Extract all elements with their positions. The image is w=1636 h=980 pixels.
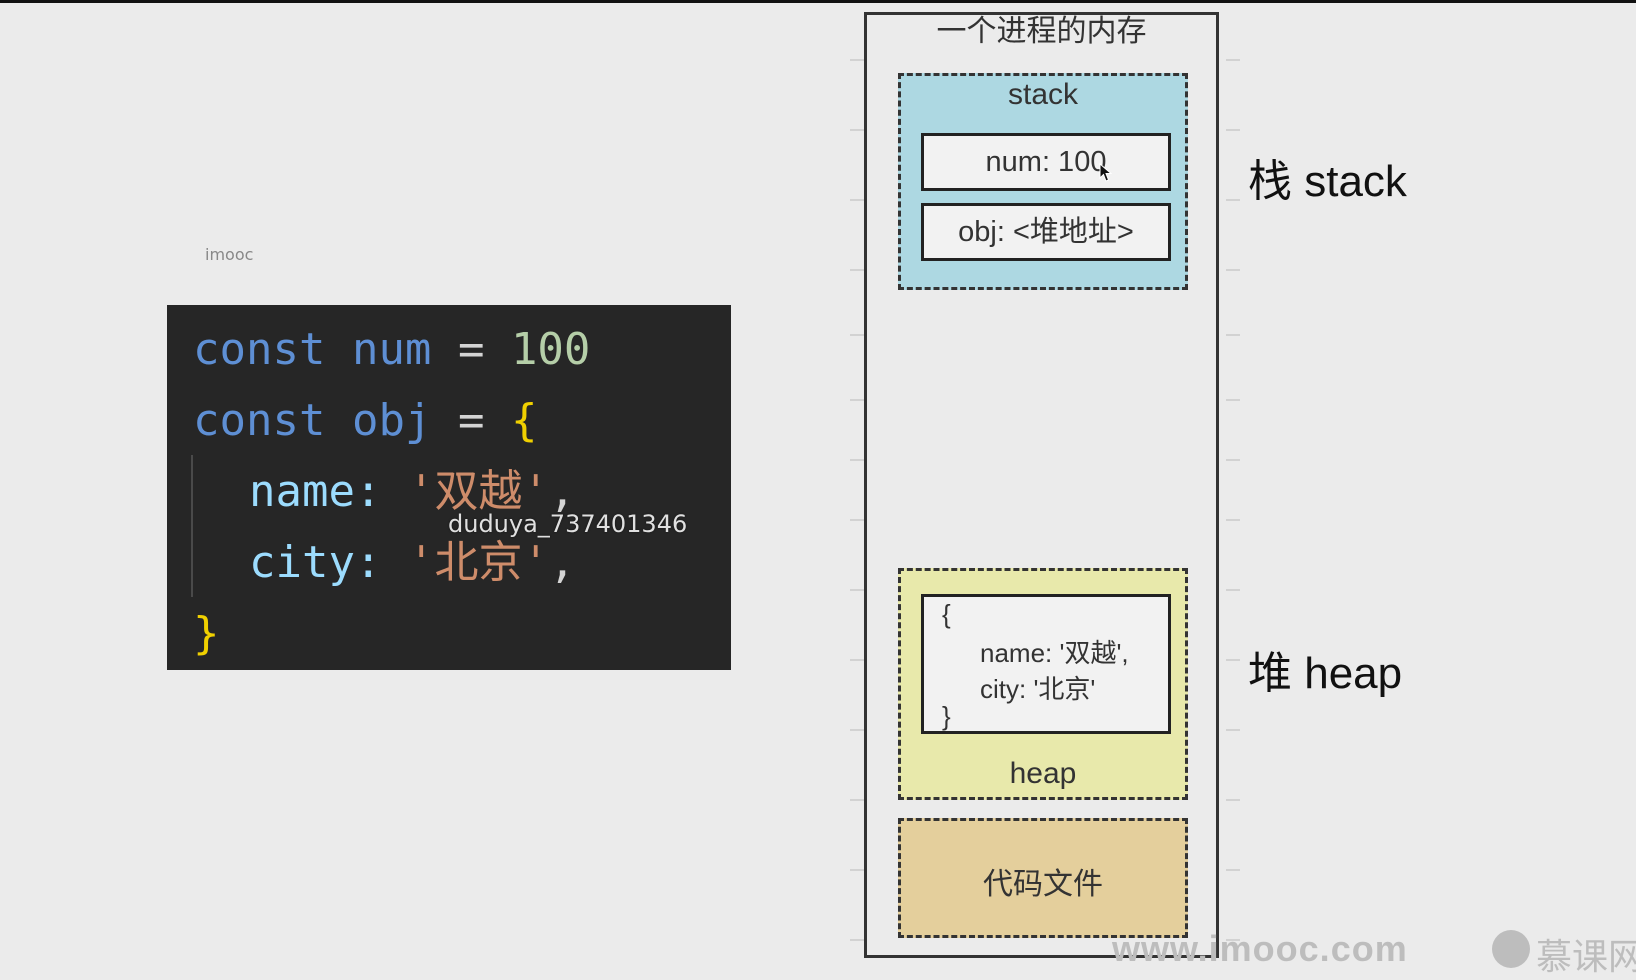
stack-cell-num: num: 100 <box>921 133 1171 191</box>
string-literal: '北京' <box>407 537 549 588</box>
string-literal: '双越' <box>407 466 549 517</box>
comma: , <box>548 466 576 517</box>
operator: = <box>457 324 485 375</box>
heap-object-line: { <box>942 599 951 629</box>
stack-region: stack num: 100 obj: <堆地址> <box>898 73 1188 290</box>
property-key: city: <box>249 537 382 588</box>
site-watermark: www.imooc.com <box>1112 928 1408 969</box>
open-brace: { <box>510 395 538 446</box>
flame-logo-icon <box>1492 930 1530 968</box>
comma: , <box>548 537 576 588</box>
heap-object-cell: { name: '双越', city: '北京' } <box>921 594 1171 734</box>
keyword: const <box>193 395 326 446</box>
variable: obj <box>351 395 432 446</box>
side-label-heap: 堆 heap <box>1248 649 1403 698</box>
heap-region-label: heap <box>1009 757 1077 790</box>
keyword: const <box>193 324 326 375</box>
code-line-4: city: '北京', <box>249 527 575 598</box>
operator: = <box>457 395 485 446</box>
code-line-1: const num = 100 <box>193 314 590 385</box>
close-brace: } <box>193 608 220 659</box>
stack-region-label: stack <box>1007 78 1079 111</box>
brand-watermark: 慕课网 <box>1536 937 1636 978</box>
memory-title: 一个进程的内存 <box>936 14 1147 49</box>
stack-cell-obj: obj: <堆地址> <box>921 203 1171 261</box>
number-literal: 100 <box>510 324 591 375</box>
property-key: name: <box>249 466 382 517</box>
code-line-2: const obj = { <box>193 385 537 456</box>
imooc-label: imooc <box>205 245 254 264</box>
heap-object-line: name: '双越', <box>980 638 1129 668</box>
mouse-cursor-icon <box>1099 163 1113 182</box>
indent-guide <box>191 455 193 597</box>
side-label-stack: 栈 stack <box>1248 157 1407 206</box>
top-border <box>0 0 1636 3</box>
user-watermark: duduya_737401346 <box>448 510 688 538</box>
code-file-region: 代码文件 <box>898 818 1188 938</box>
variable: num <box>351 324 432 375</box>
heap-object-line: } <box>942 701 951 731</box>
heap-region: { name: '双越', city: '北京' } heap <box>898 568 1188 800</box>
code-file-label: 代码文件 <box>983 867 1103 902</box>
code-line-3: name: '双越', <box>249 456 575 527</box>
code-line-5: } <box>193 598 220 669</box>
heap-object-line: city: '北京' <box>980 674 1096 704</box>
code-panel: const num = 100 const obj = { name: '双越'… <box>167 305 731 670</box>
background-grid-ticks <box>850 59 1240 941</box>
